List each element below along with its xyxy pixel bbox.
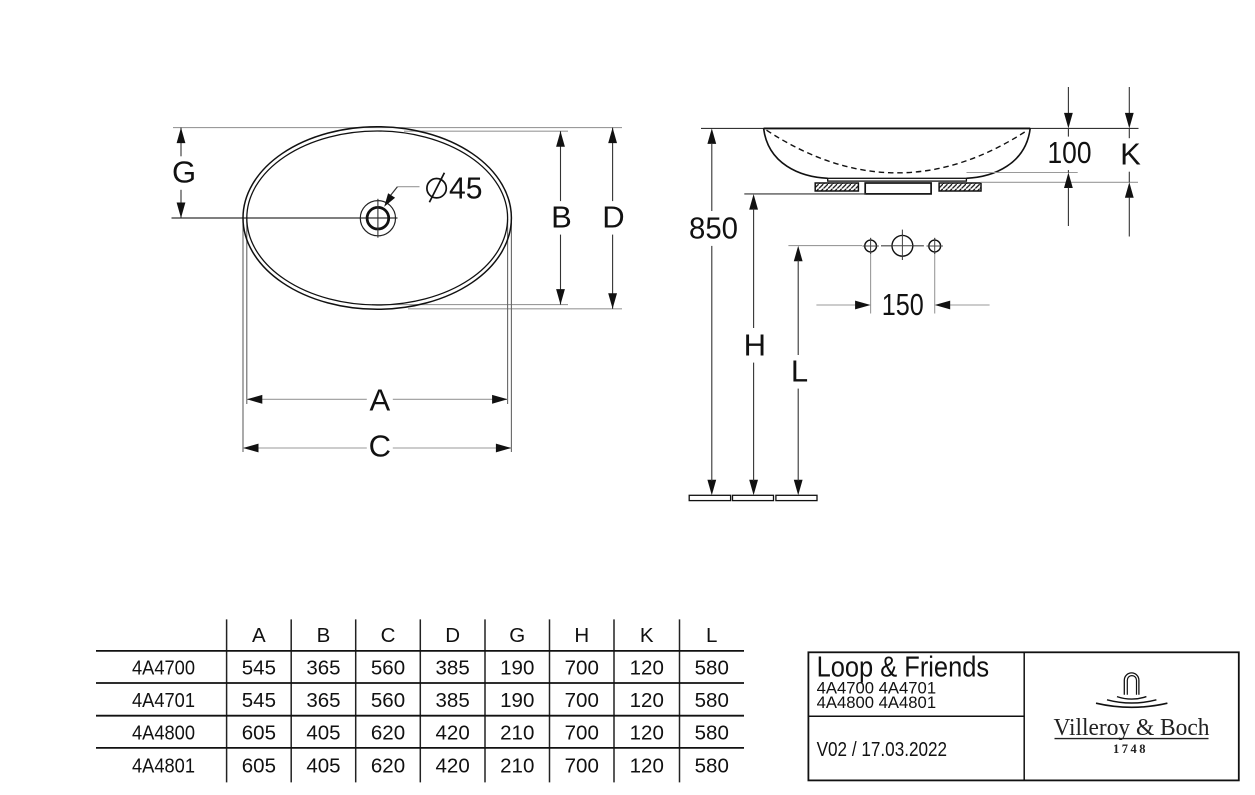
svg-text:385: 385 [436,657,470,680]
svg-text:405: 405 [306,721,340,744]
svg-text:420: 420 [436,755,470,778]
svg-text:4A4800 4A4801: 4A4800 4A4801 [817,694,937,712]
svg-text:120: 120 [630,657,664,680]
svg-text:A: A [252,624,266,647]
svg-text:D: D [445,624,460,647]
svg-text:580: 580 [695,755,729,778]
svg-text:A: A [369,382,390,417]
svg-text:45: 45 [449,170,483,205]
svg-text:580: 580 [695,657,729,680]
svg-text:385: 385 [436,689,470,712]
svg-text:Villeroy & Boch: Villeroy & Boch [1054,714,1210,741]
svg-text:4A4800: 4A4800 [132,721,195,744]
svg-text:605: 605 [242,721,276,744]
svg-text:405: 405 [306,755,340,778]
svg-text:190: 190 [500,689,534,712]
svg-text:560: 560 [371,657,405,680]
svg-text:B: B [551,199,572,234]
svg-text:365: 365 [306,657,340,680]
svg-text:620: 620 [371,755,405,778]
svg-text:580: 580 [695,721,729,744]
svg-text:K: K [1120,136,1141,171]
svg-text:4A4701: 4A4701 [132,689,195,712]
svg-text:605: 605 [242,755,276,778]
svg-text:120: 120 [630,689,664,712]
svg-text:V02 / 17.03.2022: V02 / 17.03.2022 [817,738,948,761]
svg-text:120: 120 [630,721,664,744]
svg-text:100: 100 [1048,135,1092,170]
svg-text:C: C [381,624,396,647]
svg-text:560: 560 [371,689,405,712]
svg-text:580: 580 [695,689,729,712]
svg-text:C: C [369,428,391,463]
svg-text:150: 150 [882,287,924,322]
svg-text:620: 620 [371,721,405,744]
svg-text:700: 700 [565,755,599,778]
svg-text:4A4700: 4A4700 [132,657,195,680]
svg-text:420: 420 [436,721,470,744]
svg-text:545: 545 [242,689,276,712]
svg-text:850: 850 [689,211,738,246]
svg-text:700: 700 [565,721,599,744]
svg-text:H: H [574,624,589,647]
svg-text:190: 190 [500,657,534,680]
svg-text:B: B [317,624,331,647]
svg-text:210: 210 [500,721,534,744]
svg-text:G: G [172,155,196,190]
svg-text:4A4700 4A4701: 4A4700 4A4701 [817,680,937,698]
svg-text:Loop & Friends: Loop & Friends [817,651,990,683]
svg-text:700: 700 [565,657,599,680]
svg-text:L: L [791,353,808,388]
svg-text:4A4801: 4A4801 [132,755,195,778]
svg-text:L: L [706,624,717,647]
svg-text:1748: 1748 [1113,742,1148,756]
svg-text:G: G [509,624,525,647]
svg-text:545: 545 [242,657,276,680]
svg-text:K: K [640,624,654,647]
svg-text:365: 365 [306,689,340,712]
svg-text:H: H [744,327,766,362]
svg-text:D: D [602,199,624,234]
svg-text:120: 120 [630,755,664,778]
svg-text:210: 210 [500,755,534,778]
svg-text:700: 700 [565,689,599,712]
